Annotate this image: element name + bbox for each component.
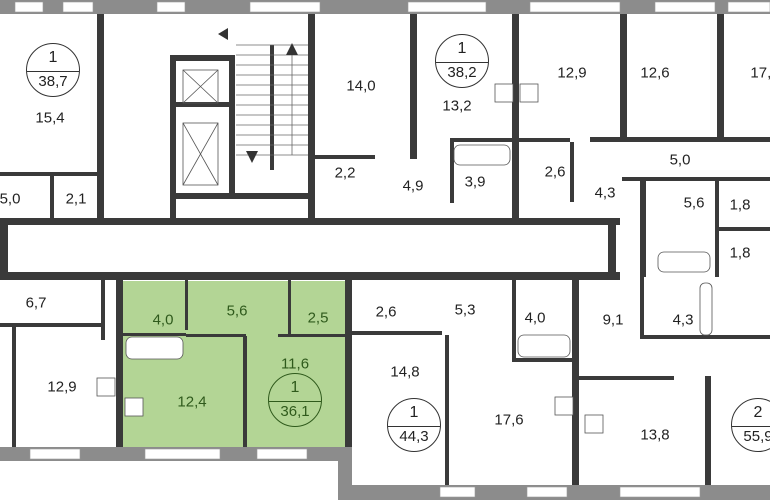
arrow-up-icon xyxy=(286,43,298,55)
room-area: 11,6 xyxy=(280,355,310,373)
badge-divider xyxy=(436,62,488,63)
room-area: 3,9 xyxy=(464,173,486,191)
room-area: 2,6 xyxy=(375,303,397,321)
apartment-badge[interactable]: 2 55,9 xyxy=(731,398,770,452)
room-area: 13,8 xyxy=(640,426,670,444)
apartment-badge[interactable]: 1 38,7 xyxy=(26,43,80,97)
room-area: 4,3 xyxy=(594,184,616,202)
room-area: 5,3 xyxy=(454,301,476,319)
apartment-badge[interactable]: 1 38,2 xyxy=(435,34,489,88)
room-area: 2,2 xyxy=(334,164,356,182)
room-area: 4,0 xyxy=(152,311,174,329)
windows-top xyxy=(14,1,770,13)
room-area: 14,8 xyxy=(390,363,420,381)
badge-divider xyxy=(269,401,321,402)
stoves xyxy=(96,83,604,434)
apartment-area: 38,7 xyxy=(38,73,68,90)
room-area: 13,2 xyxy=(442,97,472,115)
room-area: 1,8 xyxy=(729,196,751,214)
room-area: 5,0 xyxy=(0,190,21,208)
apartment-rooms: 1 xyxy=(48,49,58,66)
room-area: 17,6 xyxy=(494,411,524,429)
room-area: 12,9 xyxy=(47,378,77,396)
apartment-badge[interactable]: 1 44,3 xyxy=(387,398,441,452)
room-area: 14,0 xyxy=(346,77,376,95)
room-area: 2,6 xyxy=(544,163,566,181)
arrow-down-icon xyxy=(246,151,258,163)
room-area: 2,1 xyxy=(65,190,87,208)
room-area: 12,4 xyxy=(177,393,207,411)
walls xyxy=(0,14,770,485)
apartment-area: 36,1 xyxy=(280,403,310,420)
badge-divider xyxy=(388,426,440,427)
badge-divider xyxy=(732,426,770,427)
room-area: 12,6 xyxy=(640,64,670,82)
room-area: 1,8 xyxy=(729,244,751,262)
apartment-rooms: 1 xyxy=(457,40,467,57)
apartment-rooms: 1 xyxy=(409,404,419,421)
room-area: 4,9 xyxy=(402,177,424,195)
apartment-badge-highlighted[interactable]: 1 36,1 xyxy=(268,373,322,427)
room-area: 2,5 xyxy=(307,309,329,327)
apartment-rooms: 1 xyxy=(290,379,300,396)
room-area: 5,6 xyxy=(226,302,248,320)
room-area: 17,7 xyxy=(750,64,770,82)
apartment-area: 44,3 xyxy=(399,428,429,445)
exterior-wall-bottom-step xyxy=(338,447,352,500)
room-area: 4,0 xyxy=(524,309,546,327)
badge-divider xyxy=(27,71,79,72)
room-area: 5,6 xyxy=(683,194,705,212)
bathtubs xyxy=(125,144,713,360)
room-area: 9,1 xyxy=(602,311,624,329)
arrow-left-icon xyxy=(218,28,228,40)
room-area: 15,4 xyxy=(35,109,65,127)
apartment-area: 55,9 xyxy=(743,428,770,445)
room-area: 12,9 xyxy=(557,64,587,82)
apartment-area: 38,2 xyxy=(447,64,477,81)
room-area: 6,7 xyxy=(25,294,47,312)
exterior-wall-top xyxy=(0,0,770,14)
apartment-rooms: 2 xyxy=(753,404,763,421)
elevators xyxy=(182,69,219,186)
room-area: 4,3 xyxy=(672,311,694,329)
room-area: 5,0 xyxy=(669,151,691,169)
windows-bottom xyxy=(29,448,701,498)
